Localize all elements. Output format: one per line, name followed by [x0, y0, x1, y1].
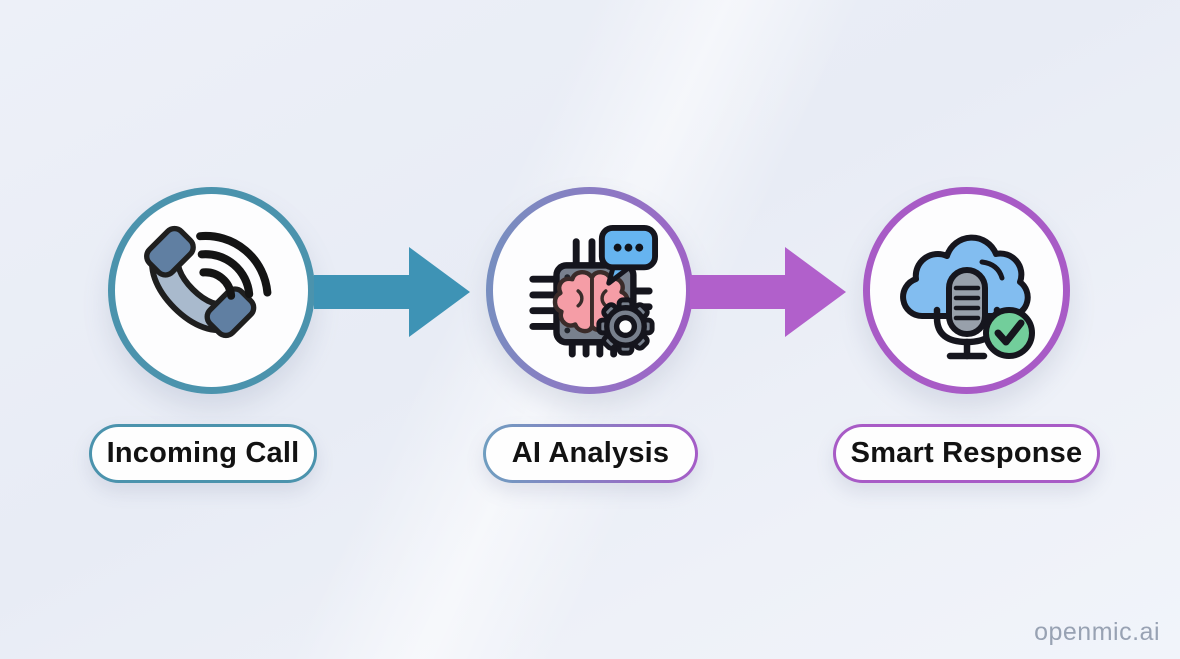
node-ring-gradient — [486, 187, 693, 394]
step-node-incoming-call — [108, 187, 315, 394]
microphone-icon — [933, 266, 1000, 359]
flow-arrow-2 — [690, 247, 846, 337]
label-ai-analysis: AI Analysis — [483, 424, 698, 483]
gear-icon — [595, 296, 655, 356]
node-ring-teal — [108, 187, 315, 394]
check-badge-icon — [982, 306, 1035, 359]
brand-watermark: openmic.ai — [1034, 618, 1160, 646]
speech-bubble-icon — [598, 224, 658, 286]
phone-ringing-icon — [143, 225, 271, 339]
step-node-ai-analysis — [486, 187, 693, 394]
sound-waves-icon — [195, 231, 271, 300]
cloud-mic-check-icon — [899, 234, 1035, 359]
flow-arrow-1 — [314, 247, 470, 337]
node-ring-purple — [863, 187, 1070, 394]
ai-chip-brain-icon — [528, 224, 658, 358]
label-text: Incoming Call — [106, 437, 300, 469]
label-incoming-call: Incoming Call — [89, 424, 317, 483]
label-text: Smart Response — [850, 437, 1083, 469]
label-text: AI Analysis — [511, 437, 670, 469]
label-smart-response: Smart Response — [833, 424, 1100, 483]
step-node-smart-response — [863, 187, 1070, 394]
